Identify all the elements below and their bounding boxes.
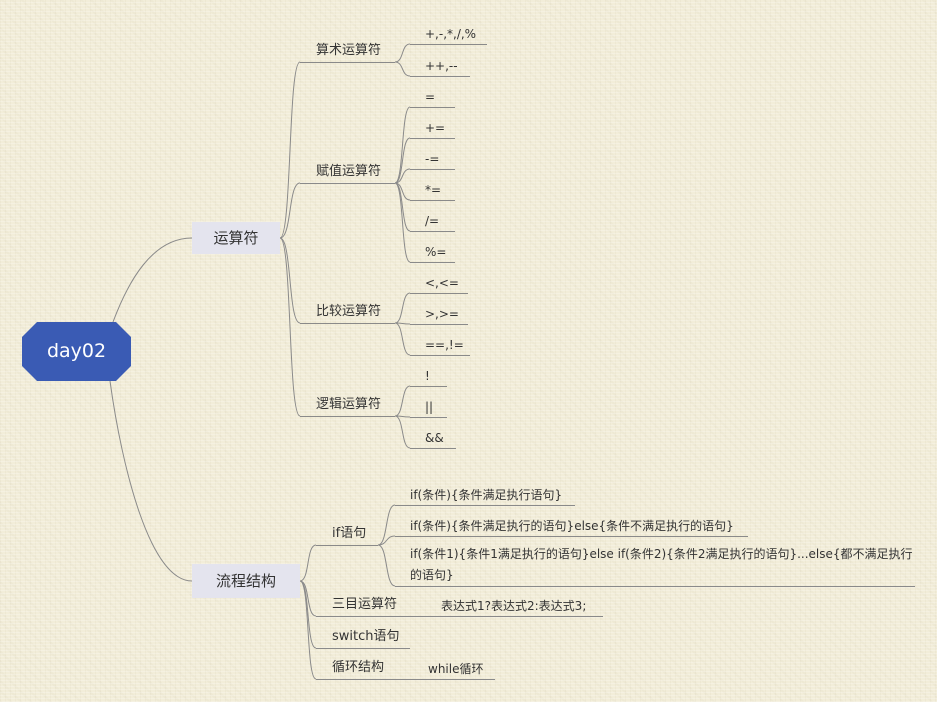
connector-logical-leaf [394, 415, 411, 449]
connector-root-operators [112, 237, 193, 323]
connector-comparison-leaf [394, 292, 411, 324]
leaf-topic-increment-decrement[interactable]: ++,-- [410, 56, 470, 77]
leaf-topic-if[interactable]: if(条件){条件满足执行语句} [395, 485, 575, 506]
leaf-topic-div-assign[interactable]: /= [410, 211, 455, 232]
leaf-topic-if-else[interactable]: if(条件){条件满足执行的语句}else{条件不满足执行的语句} [395, 516, 748, 537]
connector-arithmetic-leaf [394, 43, 411, 63]
subtopic-ternary-operator[interactable]: 三目运算符 [316, 594, 410, 617]
root-topic-day02[interactable]: day02 [22, 322, 131, 381]
leaf-topic-logical-and[interactable]: && [410, 428, 456, 449]
connector-comparison-leaf [394, 322, 411, 356]
connector-flow-if [299, 544, 317, 582]
leaf-topic-sub-assign[interactable]: -= [410, 149, 455, 170]
connector-assignment-leaf [394, 137, 411, 184]
leaf-topic-ternary-expression[interactable]: 表达式1?表达式2:表达式3; [410, 596, 603, 617]
leaf-topic-assign[interactable]: = [410, 87, 455, 108]
connector-flow-loop [299, 580, 317, 680]
leaf-topic-mul-assign[interactable]: *= [410, 180, 455, 201]
subtopic-arithmetic-operators[interactable]: 算术运算符 [300, 40, 395, 63]
connector-operators-logical [279, 237, 301, 417]
leaf-topic-less-than[interactable]: <,<= [410, 273, 468, 294]
connector-logical-leaf [394, 385, 411, 417]
branch-topic-operators[interactable]: 运算符 [192, 222, 280, 254]
connector-if-leaf [377, 535, 396, 546]
leaf-topic-add-assign[interactable]: += [410, 118, 455, 139]
leaf-topic-arithmetic-basic[interactable]: +,-,*,/,% [410, 24, 487, 45]
leaf-topic-logical-not[interactable]: ! [410, 366, 447, 387]
leaf-topic-logical-or[interactable]: || [410, 397, 447, 418]
connector-arithmetic-leaf [394, 61, 411, 77]
connector-if-leaf [377, 544, 396, 587]
subtopic-loop-structure[interactable]: 循环结构 [316, 657, 410, 680]
leaf-topic-if-else-if[interactable]: if(条件1){条件1满足执行的语句}else if(条件2){条件2满足执行的… [395, 544, 915, 587]
connector-flow-switch [299, 580, 317, 649]
connector-assignment-leaf [394, 168, 411, 184]
leaf-topic-greater-than[interactable]: >,>= [410, 304, 468, 325]
branch-topic-flow-structure[interactable]: 流程结构 [192, 564, 300, 598]
connector-operators-arithmetic [279, 61, 301, 239]
subtopic-assignment-operators[interactable]: 赋值运算符 [300, 161, 395, 184]
leaf-topic-mod-assign[interactable]: %= [410, 242, 455, 263]
connector-root-flow-structure [109, 380, 193, 582]
leaf-topic-while-loop[interactable]: while循环 [410, 659, 495, 680]
connector-assignment-leaf [394, 182, 411, 263]
subtopic-if-statement[interactable]: if语句 [316, 523, 378, 546]
connector-assignment-leaf [394, 106, 411, 184]
leaf-topic-equality[interactable]: ==,!= [410, 335, 470, 356]
connector-operators-comparison [279, 237, 301, 324]
connector-if-leaf [377, 504, 396, 546]
subtopic-comparison-operators[interactable]: 比较运算符 [300, 301, 395, 324]
connector-operators-assignment [279, 182, 301, 239]
subtopic-logical-operators[interactable]: 逻辑运算符 [300, 394, 395, 417]
subtopic-switch-statement[interactable]: switch语句 [316, 626, 410, 649]
